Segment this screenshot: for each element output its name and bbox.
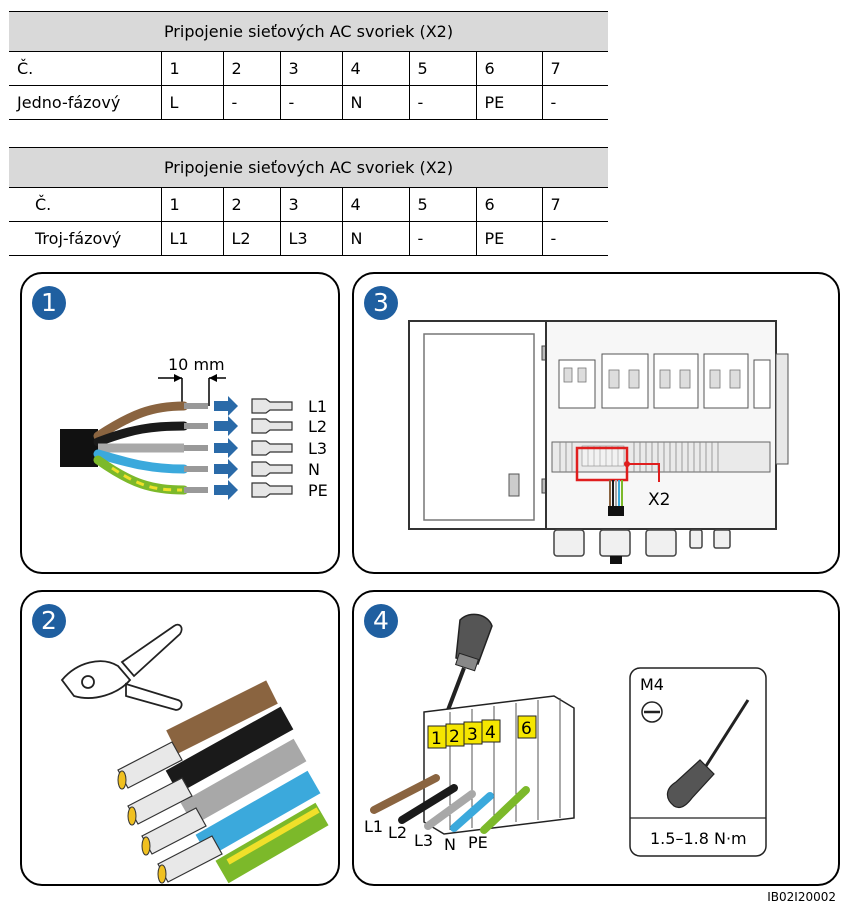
table-header-row: Č. 1 2 3 4 5 6 7 — [9, 51, 609, 86]
wire-label: N — [308, 460, 320, 479]
table-cell: 3 — [279, 187, 342, 222]
terminal-number: 4 — [485, 723, 496, 743]
table-cell: 1 — [160, 51, 223, 86]
table-cell: 6 — [475, 187, 542, 222]
table-cell: PE — [475, 221, 542, 256]
terminal-number: 3 — [467, 725, 478, 745]
table-cell: 6 — [475, 51, 542, 86]
cable-jacket — [60, 429, 98, 467]
step-3-location-panel: X2 3 — [352, 272, 840, 574]
table-title: Pripojenie sieťových AC svoriek (X2) — [9, 147, 609, 188]
wire-label: PE — [308, 481, 328, 500]
enclosure-illustration: X2 — [408, 320, 789, 564]
table-cell: - — [279, 85, 342, 120]
terminal-connect-illustration: 1 2 3 4 6 L1 L2 L3 N PE M4 — [364, 613, 767, 857]
strip-length-label: 10 mm — [168, 355, 225, 374]
table-cell: L3 — [279, 221, 342, 256]
table-cell: - — [222, 85, 280, 120]
step-2-crimp-panel: 2 — [20, 590, 340, 886]
wire-label: L1 — [364, 817, 383, 836]
screwdriver-icon — [446, 613, 493, 711]
table-cell: 1 — [160, 187, 223, 222]
table-cell: Troj-fázový — [9, 221, 161, 256]
crimp-illustration — [60, 623, 329, 884]
table-cell: PE — [475, 85, 542, 120]
table-title: Pripojenie sieťových AC svoriek (X2) — [9, 11, 609, 52]
wire-label: L2 — [308, 417, 327, 436]
step-badge: 2 — [32, 604, 66, 638]
table-cell: - — [408, 85, 476, 120]
table-cell: - — [541, 221, 609, 256]
table-cell: 7 — [541, 187, 609, 222]
ferrule-icon — [117, 741, 223, 883]
cable-gland-icon — [553, 529, 731, 557]
table-cell: N — [341, 85, 409, 120]
ferrule-icon — [251, 398, 293, 498]
table-cell: 2 — [222, 187, 280, 222]
wire-label: PE — [468, 833, 488, 852]
table-cell: - — [408, 221, 476, 256]
table-cell: 5 — [408, 187, 476, 222]
table-cell: 7 — [541, 51, 609, 86]
step-1-strip-panel: 10 mm — [20, 272, 340, 574]
three-phase-table: Pripojenie sieťových AC svoriek (X2) Č. … — [9, 147, 609, 256]
terminal-number: 6 — [521, 719, 532, 739]
terminal-number: 2 — [449, 727, 460, 747]
table-cell: Jedno-fázový — [9, 85, 161, 120]
step-badge: 4 — [364, 604, 398, 638]
table-cell: Č. — [9, 51, 161, 86]
torque-screwdriver-icon — [666, 699, 750, 809]
table-cell: 3 — [279, 51, 342, 86]
wire-label: L3 — [308, 439, 327, 458]
terminal-number: 1 — [431, 729, 442, 749]
table-cell: N — [341, 221, 409, 256]
terminal-label: X2 — [648, 490, 670, 510]
table-row: Jedno-fázový L - - N - PE - — [9, 85, 609, 120]
step-badge: 3 — [364, 286, 398, 320]
table-cell: 4 — [341, 51, 409, 86]
table-cell: 4 — [341, 187, 409, 222]
table-cell: 2 — [222, 51, 280, 86]
figure-id: IB02I20002 — [767, 890, 836, 904]
wire-label: L2 — [388, 823, 407, 842]
arrow-icon — [214, 396, 238, 500]
wire-label: N — [444, 835, 456, 854]
table-cell: Č. — [9, 187, 161, 222]
table-row: Troj-fázový L1 L2 L3 N - PE - — [9, 221, 609, 256]
table-cell: L1 — [160, 221, 223, 256]
crimping-tool-icon — [60, 623, 183, 711]
table-cell: L — [160, 85, 223, 120]
step-4-connect-panel: 1 2 3 4 6 L1 L2 L3 N PE M4 — [352, 590, 840, 886]
table-cell: - — [541, 85, 609, 120]
single-phase-table: Pripojenie sieťových AC svoriek (X2) Č. … — [9, 11, 609, 120]
wire-label: L3 — [414, 831, 433, 850]
table-cell: 5 — [408, 51, 476, 86]
step-badge: 1 — [32, 286, 66, 320]
table-header-row: Č. 1 2 3 4 5 6 7 — [9, 187, 609, 222]
table-cell: L2 — [222, 221, 280, 256]
wire-label: L1 — [308, 397, 327, 416]
torque-label: 1.5–1.8 N·m — [650, 829, 747, 848]
tool-size-label: M4 — [640, 675, 664, 694]
wire-strip-illustration: 10 mm — [60, 355, 328, 500]
